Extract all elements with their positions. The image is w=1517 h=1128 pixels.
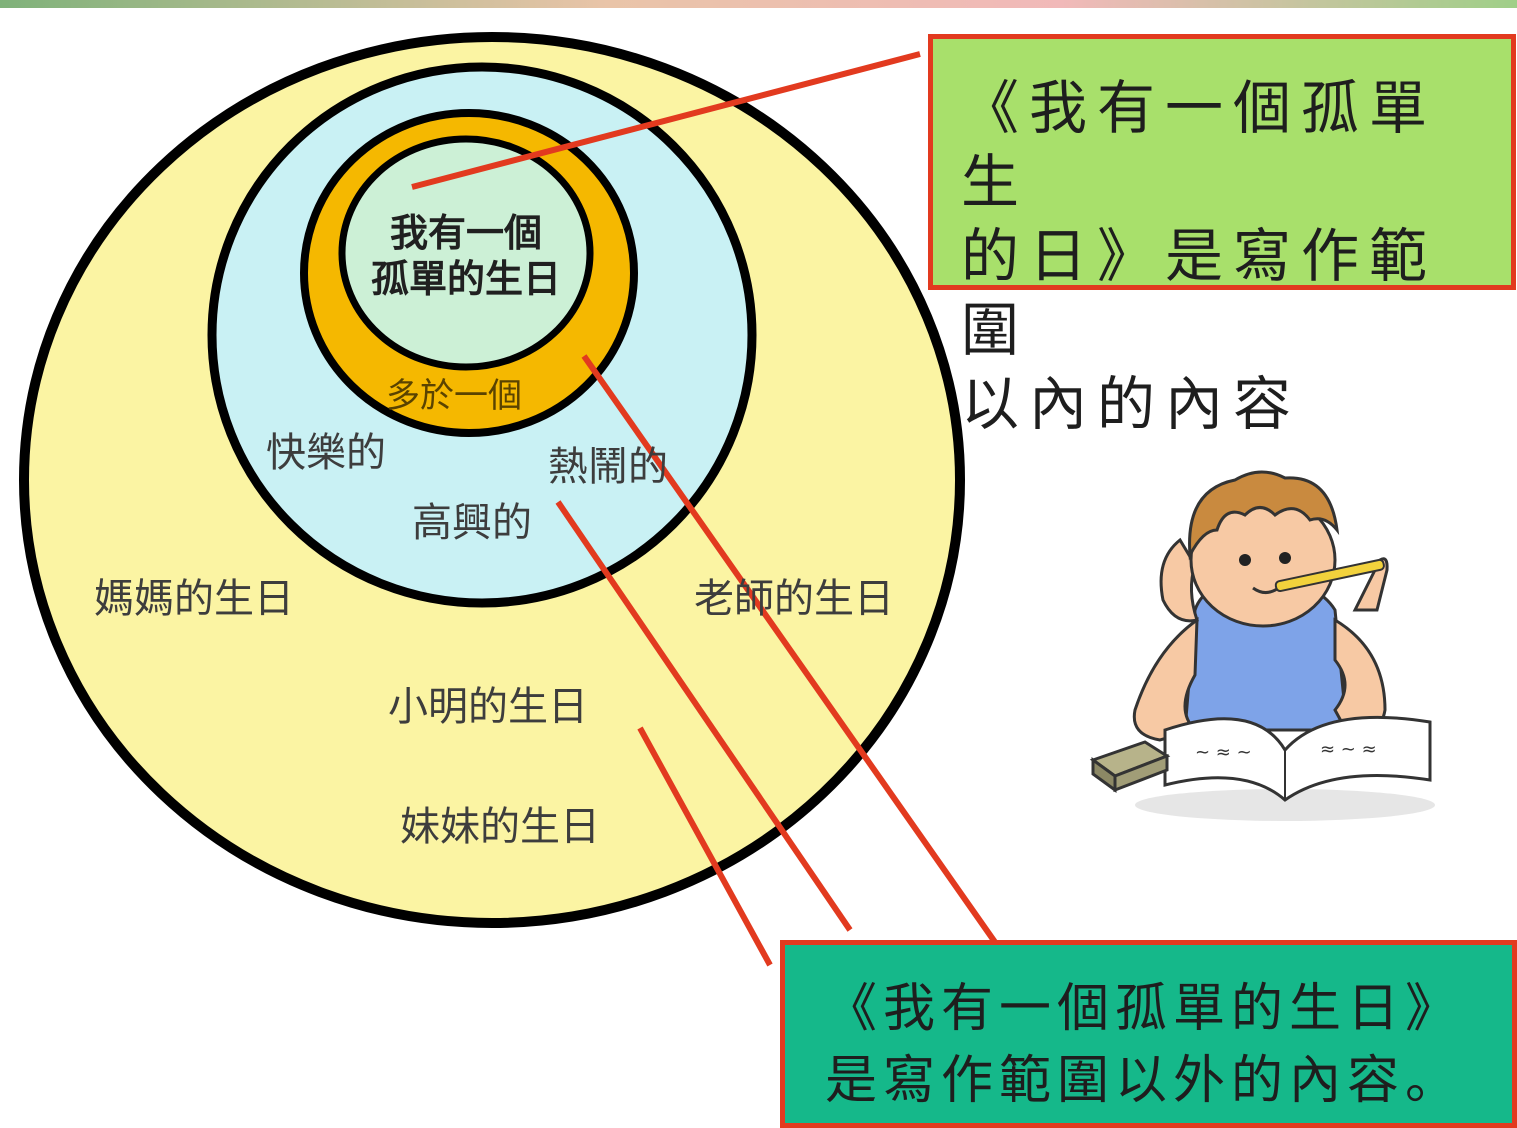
- svg-text:~ ≈ ~: ~ ≈ ~: [1195, 742, 1252, 763]
- middle-label-glad: 高興的: [412, 500, 532, 546]
- outer-label-xiaoming: 小明的生日: [388, 684, 588, 730]
- boy-studying-illustration: ~ ≈ ~ ≈ ~ ≈: [1089, 470, 1435, 821]
- outer-label-teacher: 老師的生日: [694, 576, 894, 622]
- center-label-line-1: 我有一個: [389, 211, 542, 255]
- outer-label-sister: 妹妹的生日: [400, 804, 600, 850]
- callout-inside-scope: 《我有一個孤單生 的日》是寫作範圍 以內的內容: [928, 34, 1516, 438]
- callout-outside-line-2: 是寫作範圍以外的內容。: [825, 1051, 1464, 1111]
- svg-text:≈ ~ ≈: ≈ ~ ≈: [1320, 739, 1377, 760]
- connector-line-ring: [581, 354, 1000, 947]
- outer-label-mother: 媽媽的生日: [94, 576, 294, 622]
- connector-line-inside: [411, 51, 921, 190]
- middle-label-happy: 快樂的: [266, 430, 386, 476]
- center-label: 我有一個 孤單的生日: [366, 210, 566, 302]
- center-label-line-2: 孤單的生日: [370, 257, 561, 301]
- connector-line-middle: [555, 500, 853, 932]
- callout-inside-line-1: 《我有一個孤單生: [961, 74, 1438, 216]
- middle-label-lively: 熱鬧的: [548, 444, 668, 490]
- callout-outside-scope: 《我有一個孤單的生日》 是寫作範圍以外的內容。: [780, 940, 1517, 1128]
- top-decor-bar: [0, 0, 1517, 8]
- callout-outside-line-1: 《我有一個孤單的生日》: [825, 979, 1464, 1039]
- core-circle: [338, 135, 594, 371]
- callout-inside-line-2: 的日》是寫作範圍: [961, 222, 1438, 364]
- callout-inside-line-3: 以內的內容: [961, 370, 1302, 438]
- connector-line-outer: [637, 726, 773, 967]
- ring-label: 多於一個: [386, 376, 522, 416]
